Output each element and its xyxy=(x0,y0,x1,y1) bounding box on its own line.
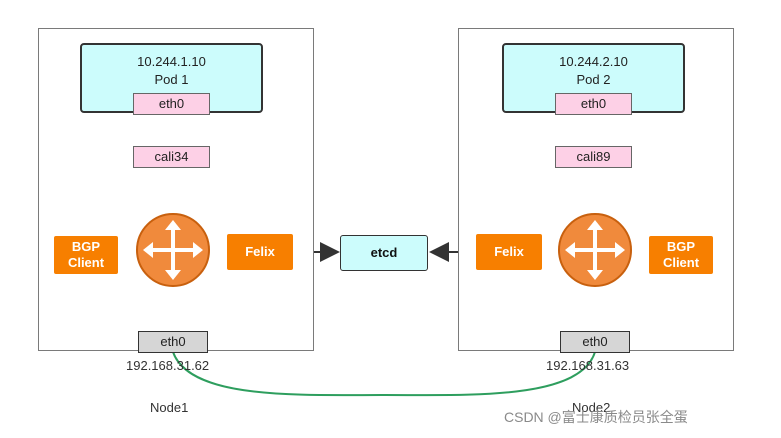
node2-host-eth0: eth0 xyxy=(560,331,630,353)
node2-cali-interface: cali89 xyxy=(555,146,632,168)
node1-cali-interface: cali34 xyxy=(133,146,210,168)
node1-host-ip: 192.168.31.62 xyxy=(126,358,210,373)
node1-pod: 10.244.1.10 Pod 1 xyxy=(80,43,263,113)
node2-pod-eth0: eth0 xyxy=(555,93,632,115)
router-icon xyxy=(135,212,211,288)
node1-label: Node1 xyxy=(150,400,189,415)
node1-pod-name: Pod 1 xyxy=(154,72,189,87)
node2-host-ip: 192.168.31.63 xyxy=(546,358,630,373)
node2-felix: Felix xyxy=(476,234,542,270)
node1-bgp-client: BGP Client xyxy=(54,236,118,274)
node2-label: Node2 xyxy=(572,400,611,415)
etcd-box: etcd xyxy=(340,235,428,271)
node1-felix: Felix xyxy=(227,234,293,270)
node2-pod-name: Pod 2 xyxy=(576,72,611,87)
node2-bgp-client: BGP Client xyxy=(649,236,713,274)
node1-pod-ip: 10.244.1.10 xyxy=(137,54,206,69)
bgp-peering-link xyxy=(172,351,596,397)
node1-host-eth0: eth0 xyxy=(138,331,208,353)
node2-pod: 10.244.2.10 Pod 2 xyxy=(502,43,685,113)
node1-pod-eth0: eth0 xyxy=(133,93,210,115)
watermark: CSDN @富士康质检员张全蛋 xyxy=(504,409,688,425)
router-icon xyxy=(557,212,633,288)
node2-pod-ip: 10.244.2.10 xyxy=(559,54,628,69)
